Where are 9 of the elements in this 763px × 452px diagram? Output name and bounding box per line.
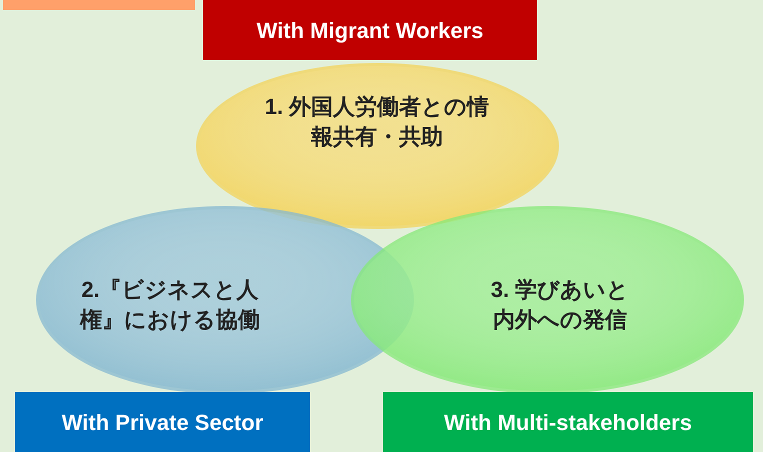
venn-ellipse <box>350 205 745 395</box>
banner <box>3 0 195 10</box>
title-banner: With Migrant Workers <box>203 0 537 60</box>
circle-label: 2.『ビジネスと人権』における協働 <box>78 276 261 334</box>
title-banner: With Private Sector <box>15 392 310 452</box>
title-banner: With Multi-stakeholders <box>383 392 753 452</box>
circle-label: 1. 外国人労働者との情報共有・共助 <box>264 93 490 151</box>
venn-ellipse <box>195 62 560 230</box>
circle-label: 3. 学びあいと内外への発信 <box>490 276 630 334</box>
